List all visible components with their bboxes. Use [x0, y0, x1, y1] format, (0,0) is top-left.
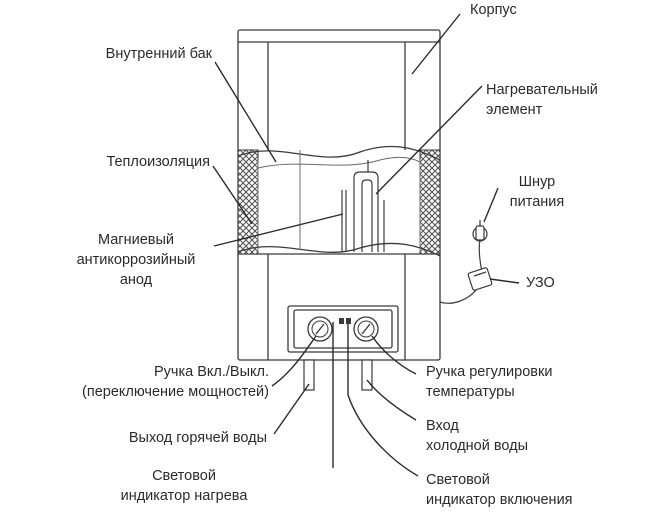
label-insulation: Теплоизоляция [106, 154, 210, 170]
label-power-cord: Шнур питания [509, 174, 565, 210]
cutaway-bottom-edge [237, 242, 441, 257]
label-body: Корпус [470, 2, 517, 18]
label-inner-tank: Внутренний бак [105, 46, 212, 62]
inner-tank [257, 150, 421, 252]
heating-element [353, 160, 385, 252]
leader-lines [212, 13, 520, 477]
temperature-knob [353, 316, 379, 342]
label-heating-indicator: Световой индикатор нагрева [120, 468, 248, 504]
label-hot-water-outlet: Выход горячей воды [128, 430, 267, 446]
cold-water-pipe [361, 359, 373, 391]
magnesium-anode [341, 190, 347, 252]
control-panel [287, 305, 399, 353]
insulation-left [237, 149, 259, 255]
hot-water-pipe [303, 359, 315, 391]
power-cord [439, 220, 488, 304]
rcd-device [467, 267, 493, 291]
insulation-right [419, 149, 441, 255]
on-off-knob [307, 316, 333, 342]
label-heating-element: Нагревательный элемент [486, 82, 598, 118]
label-anode: Магниевый антикоррозийный анод [76, 232, 196, 288]
label-on-off-knob: Ручка Вкл./Выкл. (переключение мощностей… [82, 364, 269, 400]
label-temperature-knob: Ручка регулировки температуры [426, 364, 553, 400]
label-cold-water-inlet: Вход холодной воды [426, 418, 529, 454]
label-rcd: УЗО [526, 275, 555, 291]
label-power-indicator: Световой индикатор включения [426, 472, 573, 508]
indicator-lights [339, 318, 351, 324]
